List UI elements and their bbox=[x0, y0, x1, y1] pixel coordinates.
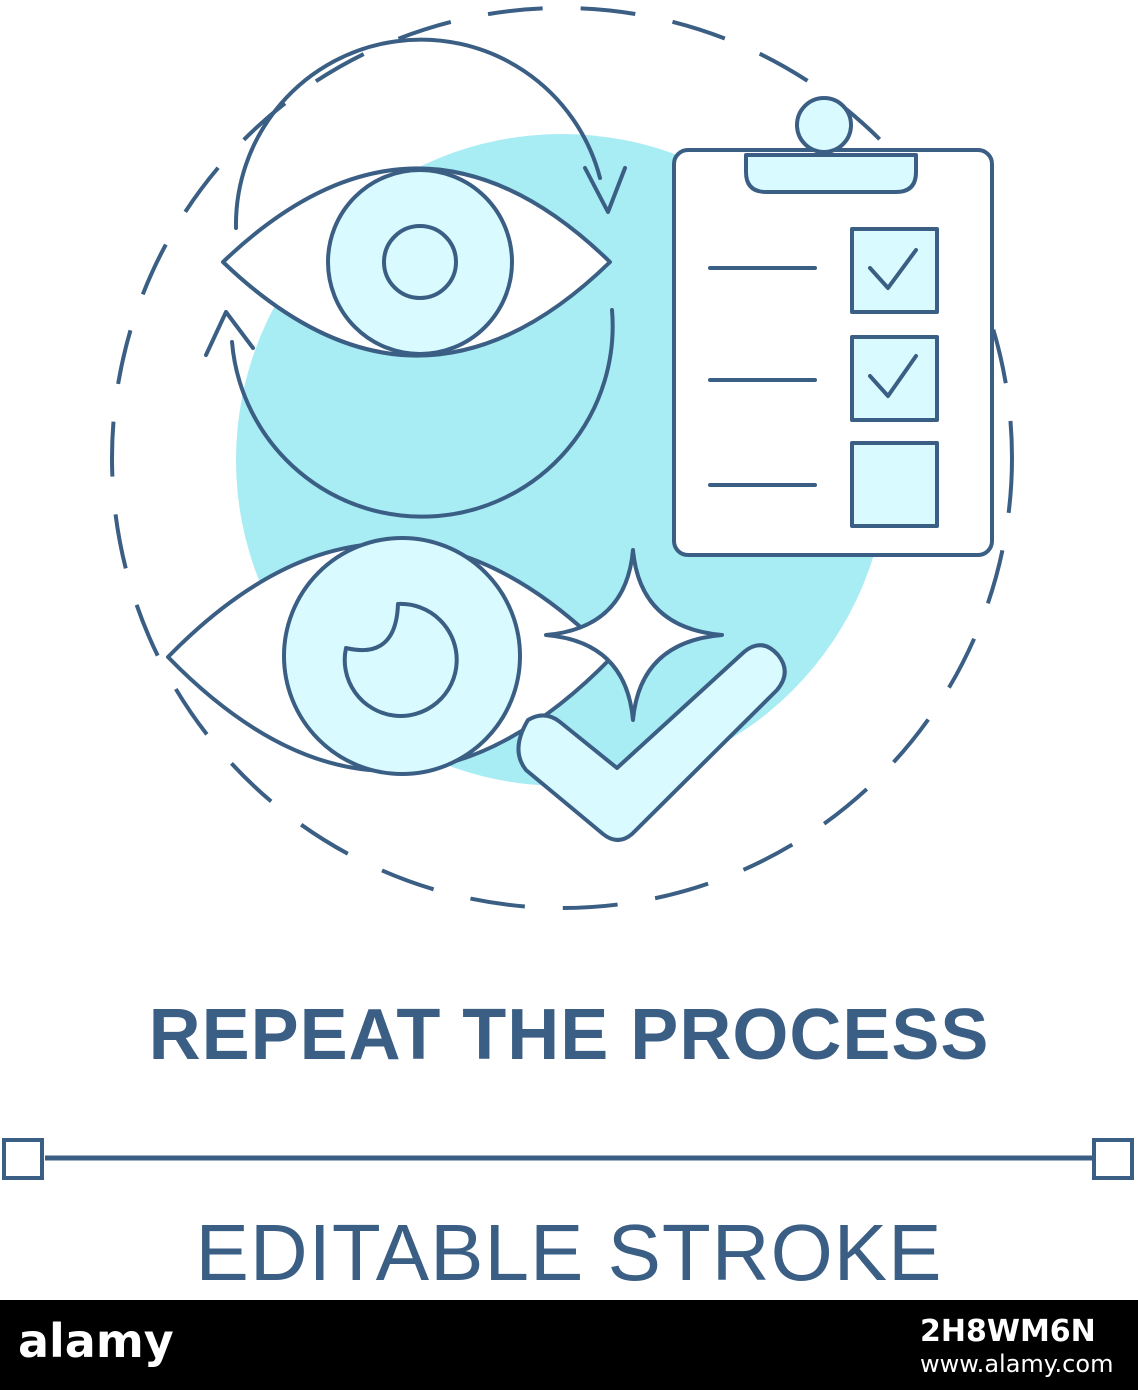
checkmark-icon bbox=[516, 643, 787, 842]
bottom-eye-icon bbox=[166, 536, 614, 776]
cycle-arrow-upper bbox=[233, 37, 602, 230]
footer-logo: alamy bbox=[18, 1314, 174, 1368]
stroke-handle-left bbox=[2, 1138, 44, 1180]
footer-bar: alamy 2H8WM6N www.alamy.com bbox=[0, 1300, 1138, 1390]
sparkle-icon bbox=[544, 548, 724, 722]
eye-pupil bbox=[382, 224, 458, 300]
clipboard-checklist-icon bbox=[672, 96, 994, 557]
stroke-handle-right bbox=[1092, 1138, 1134, 1180]
title: REPEAT THE PROCESS bbox=[148, 995, 990, 1075]
subtitle: EDITABLE STROKE bbox=[195, 1208, 943, 1297]
footer-url: www.alamy.com bbox=[920, 1350, 1114, 1378]
footer-image-id: 2H8WM6N bbox=[920, 1314, 1096, 1349]
eye-pupil-bottom bbox=[342, 601, 459, 718]
top-eye-icon bbox=[204, 37, 627, 519]
editable-stroke-line bbox=[2, 1138, 1134, 1180]
repeat-process-illustration bbox=[110, 6, 1014, 910]
cycle-arrow-lower bbox=[230, 308, 615, 519]
dashed-circle-decoration bbox=[110, 6, 1014, 910]
